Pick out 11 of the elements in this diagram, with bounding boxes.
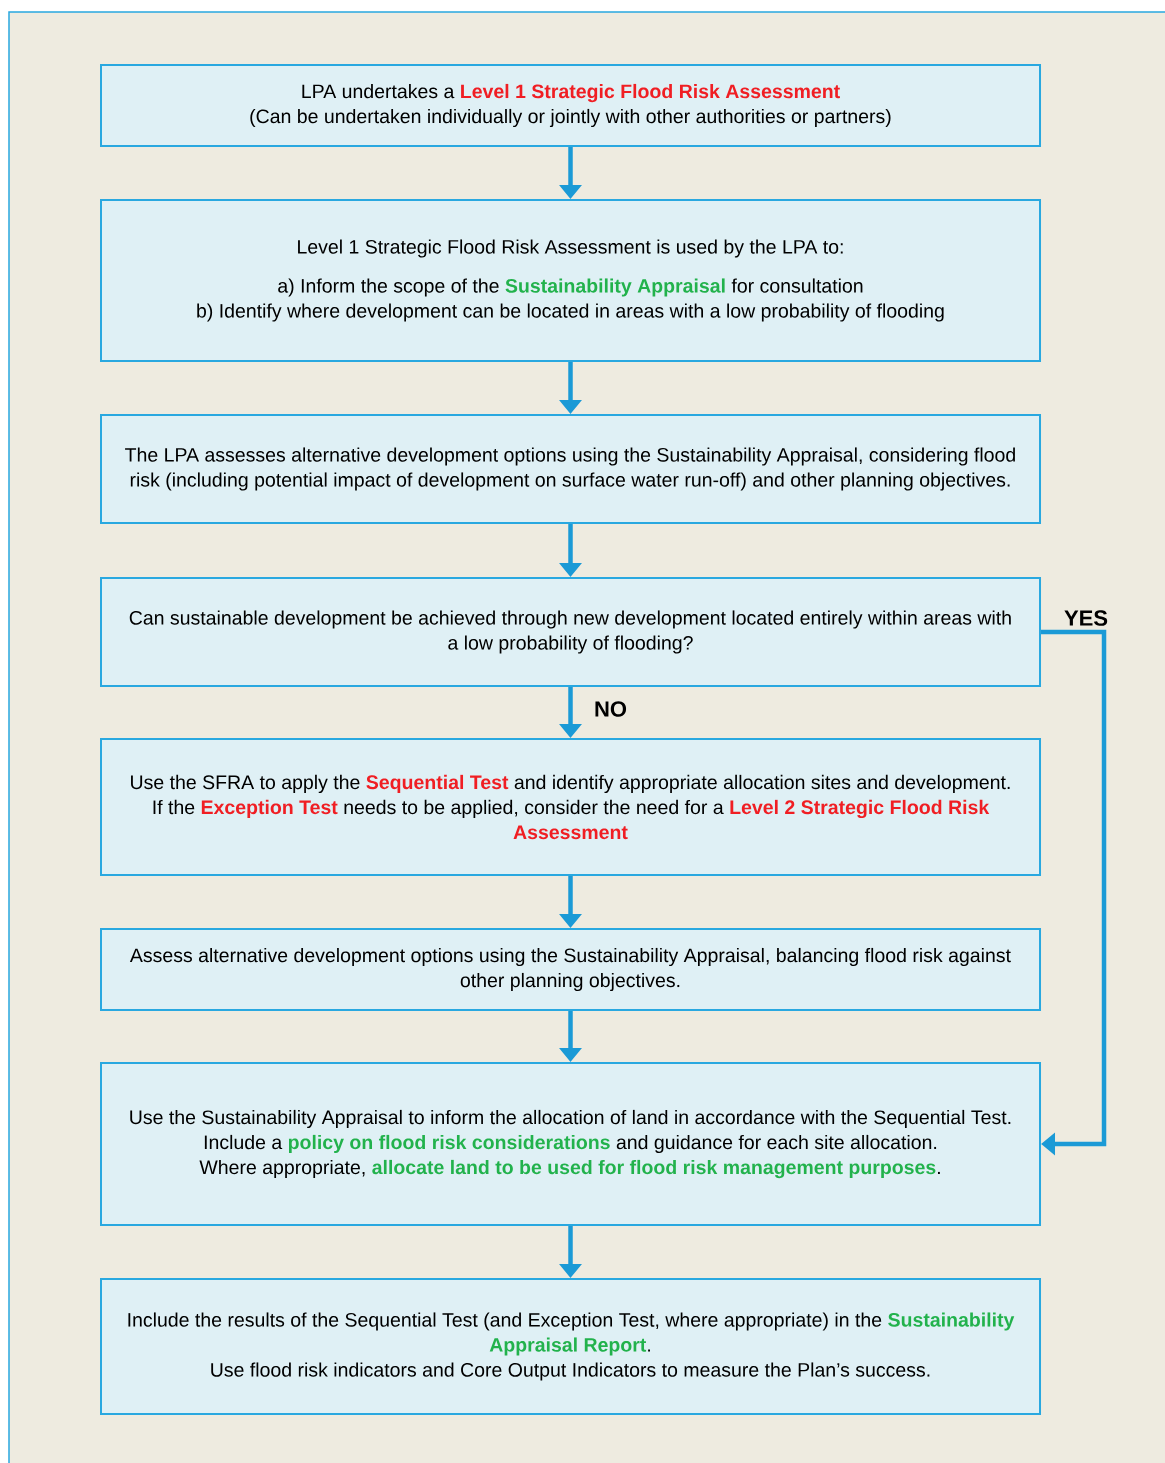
process-box: Use the Sustainability Appraisal to inform the allocation of land in accordance with the Sequential Test. Include a policy on flood risk considerations and guidance for each site allocation. Where appropriate, allocate land to be used for flood risk management purposes.: [100, 1062, 1041, 1226]
edge-label: YES: [1062, 608, 1110, 628]
process-box: Can sustainable development be achieved through new development located entirely within areas with a low probability of flooding?: [100, 577, 1041, 687]
process-box: Use the SFRA to apply the Sequential Test and identify appropriate allocation sites and development. If the Exception Test needs to be applied, consider the need for a Level 2 Strategic Flood Risk Assessment: [100, 738, 1041, 876]
edge-label: NO: [592, 699, 629, 719]
process-box: The LPA assesses alternative development options using the Sustainability Appraisal, considering flood risk (including potential impact of development on surface water run-off) and other planning objectives.: [100, 414, 1041, 524]
process-box: LPA undertakes a Level 1 Strategic Flood Risk Assessment (Can be undertaken individually or jointly with other authorities or partners): [100, 64, 1041, 147]
process-box: Assess alternative development options using the Sustainability Appraisal, balancing flood risk against other planning objectives.: [100, 928, 1041, 1011]
process-box: Include the results of the Sequential Test (and Exception Test, where appropriate) in the Sustainability Appraisal Report. Use flood risk indicators and Core Output Indicators to measure the Plan’s success.: [100, 1278, 1041, 1415]
arrow: [1041, 629, 1107, 1156]
process-box: Level 1 Strategic Flood Risk Assessment is used by the LPA to: a) Inform the scope of the Sustainability Appraisal for consultation b) Identify where development can be located in areas with a low probability of flooding: [100, 199, 1041, 362]
